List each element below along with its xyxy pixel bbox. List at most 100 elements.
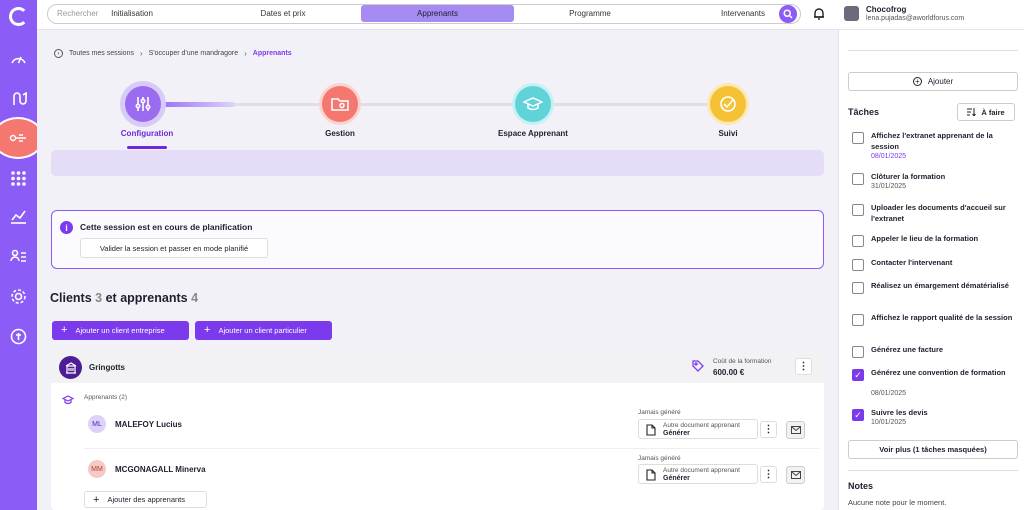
user-email: lena.pujadas@aworldforus.com (866, 15, 965, 22)
clients-count: 3 (95, 291, 103, 305)
grid-icon[interactable] (10, 170, 27, 187)
price-tag-icon (692, 360, 704, 372)
back-icon[interactable]: ‹ (54, 49, 63, 58)
sidebar (0, 0, 37, 510)
divider (84, 448, 819, 449)
learner-menu-button[interactable]: ⋮ (760, 466, 777, 483)
steps-track (145, 103, 729, 106)
sessions-icon (9, 134, 26, 142)
task-checkbox[interactable]: ✓ (852, 409, 864, 421)
email-button[interactable] (786, 466, 805, 484)
building-icon (59, 356, 82, 379)
generate-document-button[interactable]: Autre document apprenant Générer (638, 419, 758, 439)
tab-initialisation[interactable]: Initialisation (111, 9, 153, 18)
breadcrumb-current: Apprenants (252, 50, 292, 57)
filter-label: À faire (981, 107, 1005, 117)
search-icon (783, 9, 793, 19)
task-checkbox[interactable] (852, 346, 864, 358)
task-checkbox[interactable] (852, 173, 864, 185)
users-list-icon[interactable] (10, 248, 27, 265)
add-individual-client-button[interactable]: + Ajouter un client particulier (195, 321, 332, 340)
search-button[interactable] (779, 5, 797, 23)
user-name[interactable]: Chocofrog (866, 5, 907, 14)
task-label[interactable]: Affichez l'extranet apprenant de la sess… (871, 131, 993, 151)
sliders-icon (135, 97, 151, 111)
plus-icon: + (93, 493, 100, 506)
breadcrumb-item[interactable]: Toutes mes sessions (69, 50, 134, 57)
email-button[interactable] (786, 421, 805, 439)
plus-circle-icon: + (912, 77, 922, 86)
task-checkbox[interactable] (852, 235, 864, 247)
notes-heading: Notes (848, 481, 874, 491)
client-menu-button[interactable]: ⋮ (795, 358, 812, 375)
task-checkbox[interactable] (852, 204, 864, 216)
breadcrumb: ‹ Toutes mes sessions › S'occuper d'une … (54, 49, 292, 58)
plus-icon: + (61, 324, 68, 336)
analytics-icon[interactable] (10, 208, 27, 225)
task-checkbox[interactable]: ✓ (852, 369, 864, 381)
user-avatar[interactable] (844, 6, 859, 21)
client-name[interactable]: Gringotts (89, 363, 125, 372)
mail-icon (790, 471, 801, 479)
task-checkbox[interactable] (852, 259, 864, 271)
validate-session-button[interactable]: Valider la session et passer en mode pla… (80, 238, 268, 258)
clients-heading: Clients 3 et apprenants 4 (50, 291, 198, 305)
notifications-bell-icon[interactable] (812, 7, 826, 21)
dashboard-icon[interactable] (10, 50, 27, 67)
tasks-filter-button[interactable]: À faire (957, 103, 1015, 121)
task-label[interactable]: Réalisez un émargement dématérialisé (871, 281, 1009, 290)
task-label[interactable]: Uploader les documents d'accueil sur l'e… (871, 203, 1006, 223)
step-label[interactable]: Gestion (325, 129, 355, 138)
app-logo[interactable] (9, 7, 28, 26)
task-label[interactable]: Clôturer la formation (871, 172, 946, 181)
info-icon: i (60, 221, 73, 234)
step-label[interactable]: Suivi (718, 129, 738, 138)
doc-action: Générer (663, 475, 690, 482)
tab-apprenants[interactable]: Apprenants (361, 5, 514, 22)
task-checkbox[interactable] (852, 314, 864, 326)
learner-name[interactable]: MALEFOY Lucius (115, 420, 182, 429)
plus-icon: + (204, 324, 211, 336)
task-due-date: 08/01/2025 (871, 152, 907, 160)
task-label[interactable]: Générez une facture (871, 345, 944, 354)
task-label[interactable]: Générez une convention de formation (871, 368, 1006, 377)
step-espace-apprenant[interactable] (515, 86, 551, 122)
add-learners-button[interactable]: + Ajouter des apprenants (84, 491, 207, 508)
learner-name[interactable]: MCGONAGALL Minerva (115, 465, 206, 474)
sort-icon (967, 108, 977, 116)
breadcrumb-item[interactable]: S'occuper d'une mandragore (148, 50, 239, 57)
right-panel (838, 30, 1024, 510)
task-label[interactable]: Appeler le lieu de la formation (871, 234, 979, 243)
task-checkbox[interactable] (852, 282, 864, 294)
step-suivi[interactable] (710, 86, 746, 122)
button-label: Ajouter (927, 77, 954, 86)
task-label[interactable]: Contacter l'intervenant (871, 258, 953, 267)
show-more-tasks-button[interactable]: Voir plus (1 tâches masquées) (848, 440, 1018, 459)
step-gestion[interactable] (322, 86, 358, 122)
tasks-heading: Tâches (848, 107, 880, 117)
generate-document-button[interactable]: Autre document apprenant Générer (638, 464, 758, 484)
step-configuration[interactable] (125, 86, 161, 122)
add-company-client-button[interactable]: + Ajouter un client entreprise (52, 321, 189, 340)
sessions-nav-active[interactable] (0, 117, 44, 159)
learner-avatar: MM (88, 460, 106, 478)
button-label: Ajouter un client particulier (218, 326, 307, 335)
help-icon[interactable] (10, 328, 27, 345)
doc-status: Jamais généré (638, 409, 681, 416)
task-due-date: 10/01/2025 (871, 419, 907, 426)
tab-intervenants[interactable]: Intervenants (720, 9, 766, 18)
task-checkbox[interactable] (852, 132, 864, 144)
step-label[interactable]: Configuration (120, 129, 174, 138)
settings-icon[interactable] (10, 288, 27, 305)
add-task-button[interactable]: + Ajouter (848, 72, 1018, 91)
route-icon[interactable] (10, 90, 28, 107)
graduation-cap-icon (61, 395, 75, 405)
task-label[interactable]: Affichez le rapport qualité de la sessio… (871, 313, 1013, 322)
tab-dates-et-prix[interactable]: Dates et prix (260, 9, 306, 18)
step-label[interactable]: Espace Apprenant (498, 129, 568, 138)
task-label[interactable]: Suivre les devis (871, 408, 928, 417)
tab-programme[interactable]: Programme (569, 9, 611, 18)
learner-menu-button[interactable]: ⋮ (760, 421, 777, 438)
cost-label: Coût de la formation (713, 358, 772, 365)
learner-avatar: ML (88, 415, 106, 433)
